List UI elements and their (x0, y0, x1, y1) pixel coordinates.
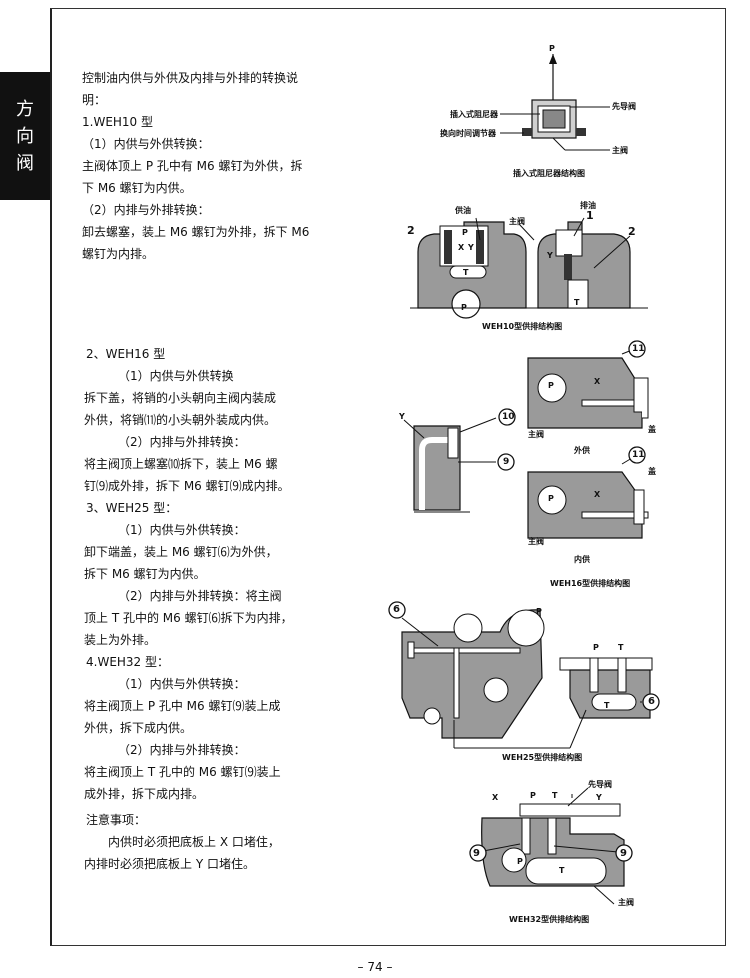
chapter-tab-char: 阀 (16, 152, 34, 174)
text-line: 将主阀顶上 T 孔中的 M6 螺钉⑼装上 (84, 765, 281, 779)
part-number: 11 (632, 344, 645, 354)
callout-label: 主阀 (528, 430, 544, 439)
part-number: 6 (648, 696, 655, 707)
text-line: 装上为外排。 (84, 633, 157, 647)
section-heading: 3、WEH25 型： (86, 501, 178, 515)
chapter-tab-char: 方 (16, 98, 34, 120)
text-line: （2）内排与外排转换： (118, 435, 246, 449)
port-label: Y (547, 251, 553, 260)
figure-caption: WEH32型供排结构图 (509, 915, 590, 924)
part-number: 9 (503, 457, 510, 467)
port-label: Y (596, 793, 602, 802)
port-label: P (548, 494, 554, 503)
text-line: （2）内排与外排转换：将主阀 (118, 589, 282, 603)
port-label: Y (468, 243, 474, 252)
port-label: X (594, 377, 601, 386)
text-line: 内排时必须把底板上 Y 口堵住。 (84, 857, 255, 871)
text-line: 控制油内供与外供及内排与外排的转换说 (82, 71, 299, 85)
callout-label: 主阀 (612, 146, 628, 155)
chapter-tab: 方 向 阀 (0, 72, 50, 200)
callout-label: 主阀 (618, 898, 634, 907)
part-number: 1 (586, 209, 594, 222)
text-line: 成外排，拆下成内排。 (84, 787, 205, 801)
text-line: 钉⑼成外排，拆下 M6 螺钉⑼成内排。 (84, 479, 290, 493)
text-line: （1）内供与外供转换： (82, 137, 210, 151)
port-label: X (594, 490, 601, 499)
text-line: 将主阀顶上 P 孔中 M6 螺钉⑼装上成 (84, 699, 281, 713)
text-line: （1）内供与外供转换： (118, 523, 246, 537)
text-line: （2）内排与外排转换： (82, 203, 210, 217)
text-line: 外供，将销⑾的小头朝外装成内供。 (84, 413, 277, 427)
port-label: P (530, 791, 536, 800)
callout-label: 盖 (648, 467, 656, 476)
section-heading: 2、WEH16 型 (86, 347, 166, 361)
text-line: （2）内排与外排转换： (118, 743, 246, 757)
weh10-drawing (410, 217, 648, 319)
port-label: X (492, 793, 499, 802)
text-line: 拆下盖，将销的小头朝向主阀内装成 (84, 391, 277, 405)
callout-label: 主阀 (509, 217, 525, 226)
part-number: 9 (620, 848, 627, 859)
port-label: P (536, 607, 542, 616)
port-label: P (517, 857, 523, 866)
section-heading: 4.WEH32 型： (86, 655, 170, 669)
port-label: T (574, 298, 580, 307)
figure-caption: WEH16型供排结构图 (550, 579, 631, 588)
port-label: P (461, 303, 467, 312)
text-line: 卸去螺塞，装上 M6 螺钉为外排，拆下 M6 (82, 225, 310, 239)
port-label: P (549, 44, 555, 53)
port-label: T (604, 701, 610, 710)
callout-label: 插入式阻尼器 (450, 110, 498, 119)
text-line: 外供，拆下成内供。 (84, 721, 193, 735)
port-label: T (463, 268, 469, 277)
notes-heading: 注意事项： (86, 813, 147, 827)
weh32-drawing (469, 787, 633, 905)
port-label: T (552, 791, 558, 800)
figure-caption: WEH25型供排结构图 (502, 753, 583, 762)
insert-damper-drawing (500, 54, 610, 151)
port-label: P (548, 381, 554, 390)
port-label: X (458, 243, 465, 252)
section-heading: 1.WEH10 型 (82, 115, 154, 129)
port-label: P (462, 228, 468, 237)
text-line: 明： (82, 93, 107, 107)
callout-label: 换向时间调节器 (440, 129, 496, 138)
part-number: 2 (407, 224, 415, 237)
callout-label: 排油 (580, 201, 596, 210)
weh25-drawing (388, 601, 660, 749)
part-number: 10 (502, 412, 515, 422)
part-number: 2 (628, 225, 636, 238)
text-line: （1）内供与外供转换 (118, 369, 234, 383)
port-label: Y (399, 412, 405, 421)
callout-label: 盖 (648, 425, 656, 434)
subfigure-label: 内供 (574, 555, 590, 564)
port-label: T (559, 866, 565, 875)
part-number: 9 (473, 848, 480, 859)
figure-caption: 插入式阻尼器结构图 (513, 169, 585, 178)
text-line: 螺钉为内排。 (82, 247, 155, 261)
page-number: – 74 – (357, 960, 393, 974)
page-frame (50, 8, 726, 946)
text-line: 内供时必须把底板上 X 口堵住， (108, 835, 280, 849)
chapter-tab-char: 向 (16, 125, 34, 147)
callout-label: 先导阀 (612, 102, 636, 111)
part-number: 11 (632, 450, 645, 460)
callout-label: 供油 (455, 206, 471, 215)
part-number: 6 (393, 604, 400, 615)
weh16-drawing (403, 340, 649, 539)
port-label: T (618, 643, 624, 652)
text-line: 顶上 T 孔中的 M6 螺钉⑹拆下为内排， (84, 611, 293, 625)
text-line: 主阀体顶上 P 孔中有 M6 螺钉为外供，拆 (82, 159, 303, 173)
text-line: （1）内供与外供转换： (118, 677, 246, 691)
text-line: 下 M6 螺钉为内供。 (82, 181, 192, 195)
figure-caption: WEH10型供排结构图 (482, 322, 563, 331)
port-label: P (593, 643, 599, 652)
text-line: 卸下端盖，装上 M6 螺钉⑹为外供， (84, 545, 278, 559)
subfigure-label: 外供 (574, 446, 590, 455)
text-line: 将主阀顶上螺塞⑽拆下，装上 M6 螺 (84, 457, 278, 471)
callout-label: 先导阀 (588, 780, 612, 789)
callout-label: 主阀 (528, 537, 544, 546)
text-line: 拆下 M6 螺钉为内供。 (84, 567, 206, 581)
